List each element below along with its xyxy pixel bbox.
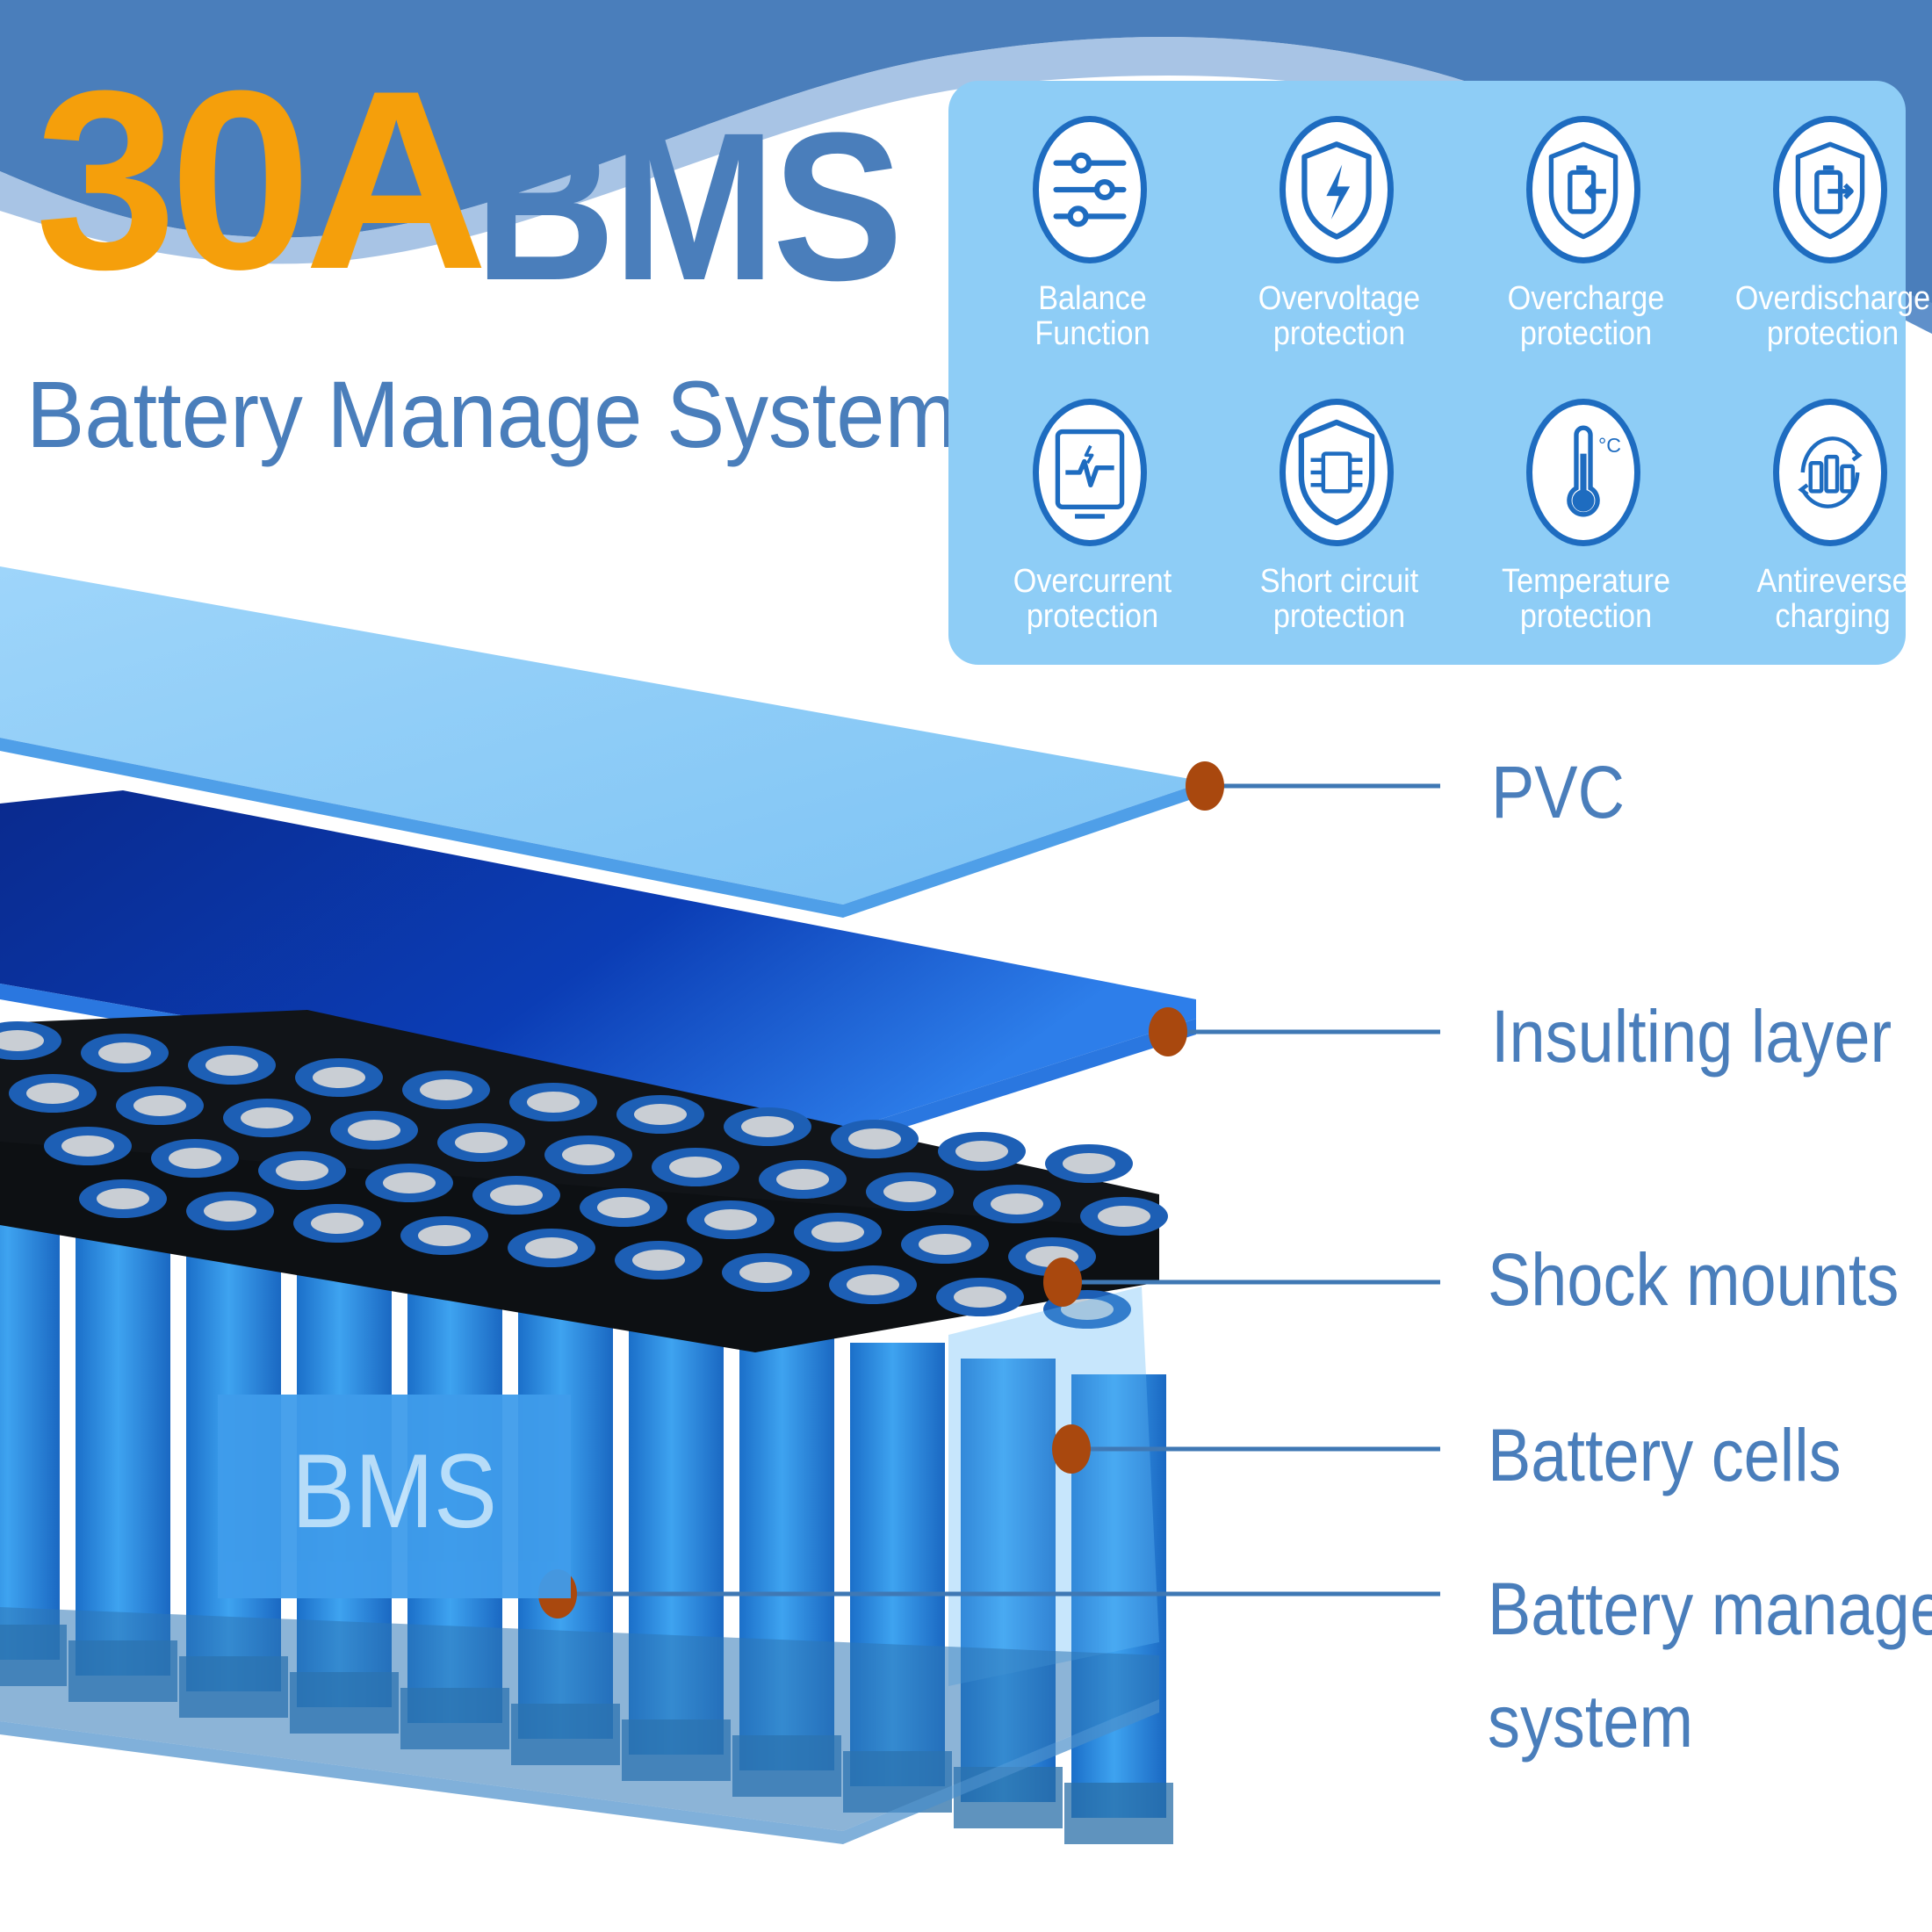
cell-terminal [883, 1181, 936, 1202]
front-shell-highlight [948, 1287, 1159, 1686]
feature-label: Overdischarge protection [1734, 280, 1931, 352]
cell-terminal [954, 1287, 1006, 1308]
cell-terminal [848, 1128, 901, 1150]
cell-terminal [741, 1116, 794, 1137]
cell-terminal [490, 1185, 543, 1206]
hero-acronym: BMS [474, 89, 904, 324]
cell-terminal [955, 1141, 1008, 1162]
sliders-icon [1033, 116, 1147, 263]
battery-cell [0, 1216, 60, 1660]
layer-label-battery-cells: Battery cells [1488, 1414, 1842, 1496]
cell-terminal [205, 1055, 258, 1076]
cell-terminal [632, 1250, 685, 1271]
cell-terminal [811, 1222, 864, 1243]
cell-terminal [420, 1079, 472, 1100]
leader-lines [558, 783, 1440, 1597]
feature-antireverse: Antireverse charging [1719, 378, 1932, 659]
cell-tops-group [0, 1021, 1168, 1329]
feature-label: Antireverse charging [1756, 563, 1909, 635]
cell-terminal [276, 1160, 328, 1181]
marker-shock [1043, 1258, 1082, 1307]
cell-terminal [169, 1148, 221, 1169]
cell-terminal [704, 1209, 757, 1230]
cell-terminal [739, 1262, 792, 1283]
cell-terminal [313, 1067, 365, 1088]
layer-label-bms-line2: system [1488, 1680, 1694, 1763]
header-wave [0, 0, 1932, 334]
marker-insulating [1149, 1007, 1187, 1056]
cell-terminal [1061, 1299, 1114, 1320]
svg-text:°C: °C [1598, 434, 1621, 457]
feature-label: Temperature protection [1501, 563, 1670, 635]
feature-label: Overvoltage protection [1258, 280, 1421, 352]
feature-overcharge: Overcharge protection [1472, 95, 1700, 376]
cell-terminal [97, 1188, 149, 1209]
cell-terminal [847, 1274, 899, 1295]
layer-label-pvc: PVC [1491, 751, 1625, 833]
cell-terminal [0, 1030, 44, 1051]
cell-base-holder [1064, 1783, 1173, 1844]
shield-battery-out-icon [1773, 116, 1887, 263]
monitor-pulse-icon [1033, 399, 1147, 546]
cell-terminal [919, 1234, 971, 1255]
cell-terminal [597, 1197, 650, 1218]
feature-panel: Balance Function Overvoltage protection … [948, 81, 1930, 665]
cell-terminal [133, 1095, 186, 1116]
bms-board-label: BMS [291, 1432, 498, 1550]
feature-label: Short circuit protection [1259, 563, 1419, 635]
cell-terminal [776, 1169, 829, 1190]
cell-terminal [26, 1083, 79, 1104]
cell-terminal [1063, 1153, 1115, 1174]
pvc-layer [0, 566, 1205, 905]
marker-pvc [1186, 761, 1224, 811]
cell-terminal [1098, 1206, 1150, 1227]
shield-circuit-icon [1280, 399, 1394, 546]
thermometer-icon: °C [1526, 399, 1640, 546]
feature-label: Overcurrent protection [1013, 563, 1172, 635]
cell-terminal [455, 1132, 508, 1153]
marker-cells [1052, 1424, 1091, 1474]
cell-terminal [418, 1225, 471, 1246]
cell-terminal [383, 1172, 436, 1193]
cell-terminal [562, 1144, 615, 1165]
bottom-tray [0, 1607, 1159, 1831]
cell-terminal [61, 1135, 114, 1157]
layer-label-insulating: Insulting layer [1491, 995, 1892, 1078]
bms-board: BMS [218, 1395, 571, 1598]
cell-terminal [348, 1120, 400, 1141]
shield-battery-in-icon [1526, 116, 1640, 263]
cell-terminal [991, 1193, 1043, 1215]
battery-cell [76, 1232, 170, 1676]
feature-temperature: °C Temperature protection [1472, 378, 1700, 659]
feature-overcurrent: Overcurrent protection [978, 378, 1207, 659]
feature-overvoltage: Overvoltage protection [1225, 95, 1453, 376]
layer-label-shock-mounts: Shock mounts [1488, 1238, 1900, 1321]
battery-cycle-icon [1773, 399, 1887, 546]
feature-overdischarge: Overdischarge protection [1719, 95, 1932, 376]
shield-lightning-icon [1280, 116, 1394, 263]
hero-amperage: 30A [35, 38, 488, 322]
layer-label-bms-line1: Battery manage [1488, 1568, 1932, 1650]
feature-short-circuit: Short circuit protection [1225, 378, 1453, 659]
cell-terminal [525, 1237, 578, 1258]
feature-balance: Balance Function [978, 95, 1207, 376]
cell-terminal [634, 1104, 687, 1125]
cell-terminal [527, 1092, 580, 1113]
insulating-layer [0, 790, 1196, 1131]
cell-terminal [204, 1200, 256, 1222]
feature-label: Balance Function [1034, 280, 1150, 352]
cell-terminal [311, 1213, 364, 1234]
cell-terminal [241, 1107, 293, 1128]
page-subtitle: Battery Manage System [26, 361, 958, 467]
cell-terminal [669, 1157, 722, 1178]
cell-terminal [98, 1042, 151, 1063]
feature-label: Overcharge protection [1507, 280, 1665, 352]
